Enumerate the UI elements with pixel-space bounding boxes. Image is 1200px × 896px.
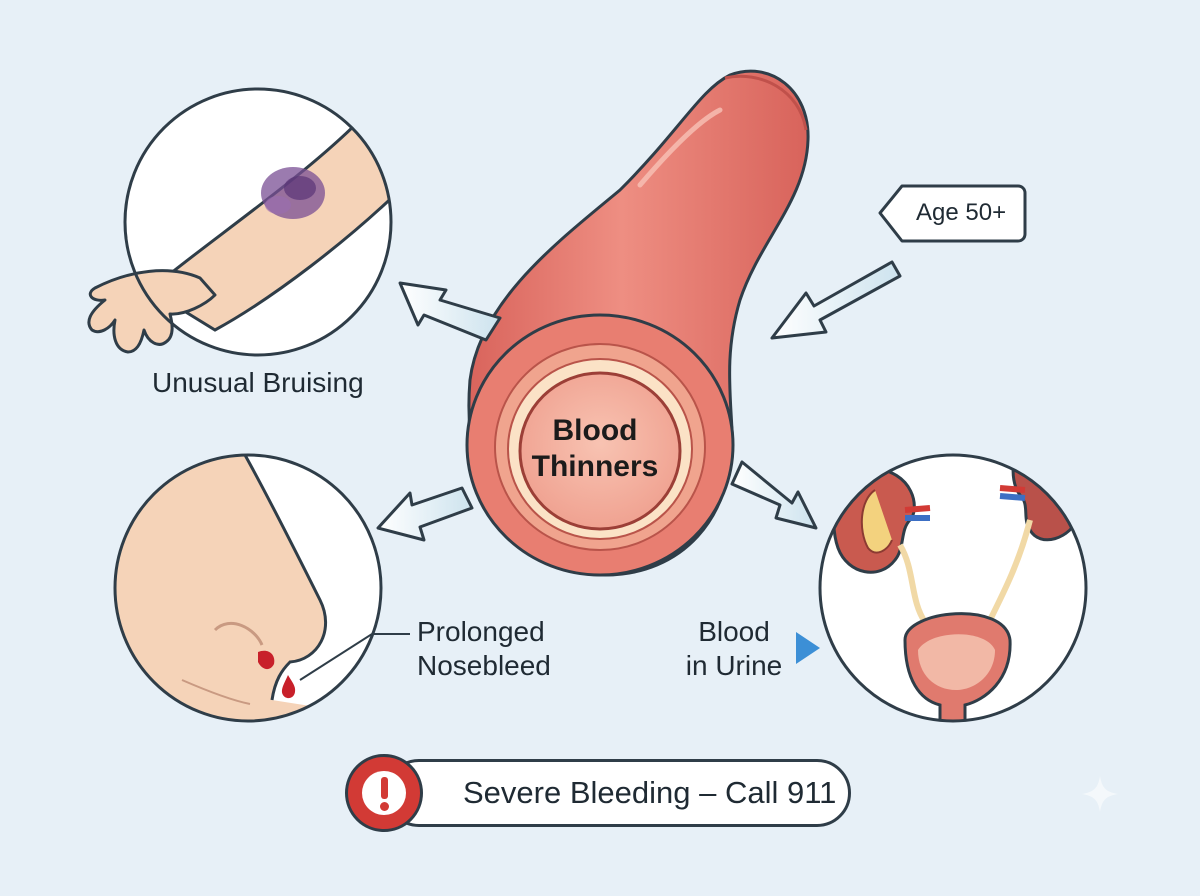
kidneys-illustration <box>818 453 1088 723</box>
nosebleed-label: Prolonged Nosebleed <box>417 615 551 683</box>
arrow-to-nosebleed <box>376 486 474 542</box>
arrow-to-urine <box>730 460 818 530</box>
alert-exclamation-icon <box>345 754 423 832</box>
center-label-line2: Thinners <box>531 450 659 483</box>
vessel-lumen <box>518 371 682 531</box>
age-risk-label: Age 50+ <box>916 199 1007 226</box>
arrow-from-age <box>770 260 902 340</box>
age-tag-shape <box>878 184 1027 243</box>
blood-drop <box>281 675 296 699</box>
nose-profile <box>243 455 327 701</box>
blood-drip <box>258 650 275 670</box>
vessel-highlight <box>637 107 723 188</box>
sparkle-icon <box>1082 776 1118 812</box>
age-risk-tag: Age 50+ <box>880 185 1025 241</box>
vessel-top-rim <box>724 74 808 131</box>
center-label: Blood Thinners <box>505 413 685 485</box>
ureter-right <box>987 519 1033 622</box>
play-triangle-icon <box>796 632 820 664</box>
urine-label: Blood in Urine <box>680 615 788 683</box>
nosebleed-illustration <box>113 453 410 723</box>
nosebleed-callout-line <box>299 633 410 681</box>
bruising-label: Unusual Bruising <box>152 367 364 398</box>
emergency-warning-banner: Severe Bleeding – Call 911 <box>345 754 855 832</box>
nosebleed-label-line1: Prolonged <box>417 616 545 647</box>
nosebleed-label-line2: Nosebleed <box>417 650 551 681</box>
hand <box>87 269 217 354</box>
urine-label-line2: in Urine <box>685 650 783 681</box>
center-label-line1: Blood <box>552 414 638 447</box>
warning-pill <box>385 759 851 827</box>
arrow-to-bruising <box>398 281 502 342</box>
warning-text: Severe Bleeding – Call 911 <box>463 775 837 810</box>
urine-label-line1: Blood <box>698 616 770 647</box>
blood-vessel <box>465 69 810 577</box>
bruised-arm-illustration <box>87 87 393 357</box>
ureter-left <box>897 543 928 624</box>
